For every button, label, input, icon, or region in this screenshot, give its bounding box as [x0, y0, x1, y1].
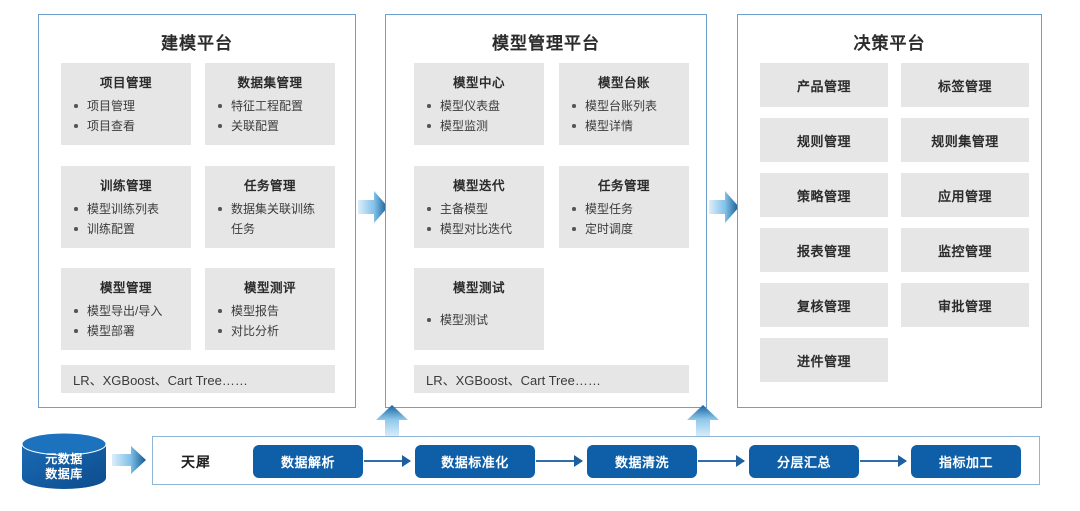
card-item[interactable]: 模型测试: [427, 310, 544, 330]
card-item[interactable]: 训练配置: [74, 219, 191, 239]
card-item[interactable]: 模型报告: [218, 301, 335, 321]
card-title: 模型台账: [597, 76, 650, 90]
arrow-database-to-pipeline: [112, 445, 146, 475]
card-item[interactable]: 模型对比迭代: [427, 219, 544, 239]
card-item[interactable]: 项目管理: [74, 96, 191, 116]
panel-modeling-title: 建模平台: [161, 34, 233, 53]
pipeline-step-data-cleaning[interactable]: 数据清洗: [587, 445, 697, 478]
card-model-management[interactable]: 模型管理 模型导出/导入 模型部署: [61, 268, 191, 350]
card-item[interactable]: 模型导出/导入: [74, 301, 191, 321]
tile-review-management[interactable]: 复核管理: [760, 283, 888, 327]
card-item[interactable]: 模型任务: [572, 199, 689, 219]
card-title: 模型中心: [452, 76, 505, 90]
panel-decision-title: 决策平台: [853, 34, 926, 53]
card-item[interactable]: 主备模型: [427, 199, 544, 219]
pipeline-connector: [536, 460, 582, 462]
tile-product-management[interactable]: 产品管理: [760, 63, 888, 107]
card-item[interactable]: 模型仪表盘: [427, 96, 544, 116]
card-training-management[interactable]: 训练管理 模型训练列表 训练配置: [61, 166, 191, 248]
card-title: 模型迭代: [452, 179, 505, 193]
panel-decision-platform: 决策平台 产品管理 标签管理 规则管理 规则集管理 策略管理 应用管理 报表管理…: [737, 14, 1042, 408]
panel-model-management-platform: 模型管理平台 模型中心 模型仪表盘 模型监测 模型台账 模型台账列表 模型详情 …: [385, 14, 707, 408]
arrow-modeling-to-model-management: [358, 190, 388, 224]
card-task-management-model[interactable]: 任务管理 模型任务 定时调度: [559, 166, 689, 248]
card-model-ledger[interactable]: 模型台账 模型台账列表 模型详情: [559, 63, 689, 145]
pipeline-step-layered-aggregation[interactable]: 分层汇总: [749, 445, 859, 478]
card-item[interactable]: 任务: [231, 222, 256, 236]
card-title: 数据集管理: [237, 76, 303, 90]
pipeline-step-data-parsing[interactable]: 数据解析: [253, 445, 363, 478]
card-item[interactable]: 模型监测: [427, 116, 544, 136]
card-title: 模型测评: [243, 281, 296, 295]
tile-label-management[interactable]: 标签管理: [901, 63, 1029, 107]
panel-modeling-platform: 建模平台 项目管理 项目管理 项目查看 数据集管理 特征工程配置 关联配置 训练…: [38, 14, 356, 408]
card-model-center[interactable]: 模型中心 模型仪表盘 模型监测: [414, 63, 544, 145]
tile-ruleset-management[interactable]: 规则集管理: [901, 118, 1029, 162]
card-item[interactable]: 对比分析: [218, 321, 335, 341]
card-item[interactable]: 关联配置: [218, 116, 335, 136]
pipeline-arrowhead: [574, 455, 583, 467]
card-dataset-management[interactable]: 数据集管理 特征工程配置 关联配置: [205, 63, 335, 145]
card-model-iteration[interactable]: 模型迭代 主备模型 模型对比迭代: [414, 166, 544, 248]
card-title: 项目管理: [99, 76, 152, 90]
card-item[interactable]: 模型详情: [572, 116, 689, 136]
arrow-model-management-to-decision: [709, 190, 739, 224]
tile-strategy-management[interactable]: 策略管理: [760, 173, 888, 217]
card-title: 任务管理: [243, 179, 296, 193]
pipeline-step-data-standardization[interactable]: 数据标准化: [415, 445, 535, 478]
pipeline-connector: [364, 460, 410, 462]
card-item[interactable]: 特征工程配置: [218, 96, 335, 116]
tile-approval-management[interactable]: 审批管理: [901, 283, 1029, 327]
card-task-management[interactable]: 任务管理 数据集关联训练 任务: [205, 166, 335, 248]
algorithms-strip-model-mgmt: LR、XGBoost、Cart Tree……: [414, 365, 689, 393]
pipeline-step-metric-processing[interactable]: 指标加工: [911, 445, 1021, 478]
card-item[interactable]: 模型训练列表: [74, 199, 191, 219]
card-project-management[interactable]: 项目管理 项目管理 项目查看: [61, 63, 191, 145]
arrow-pipeline-to-decision-platform: [686, 405, 720, 437]
pipeline-arrowhead: [898, 455, 907, 467]
pipeline-arrowhead: [402, 455, 411, 467]
pipeline-arrowhead: [736, 455, 745, 467]
tile-report-management[interactable]: 报表管理: [760, 228, 888, 272]
tile-intake-management[interactable]: 进件管理: [760, 338, 888, 382]
data-pipeline-container: 天犀 数据解析 数据标准化 数据清洗 分层汇总 指标加工: [152, 436, 1040, 485]
card-title: 训练管理: [99, 179, 152, 193]
card-item[interactable]: 模型部署: [74, 321, 191, 341]
panel-model-mgmt-title: 模型管理平台: [492, 34, 600, 53]
card-model-test[interactable]: 模型测试 模型测试: [414, 268, 544, 350]
card-item[interactable]: 定时调度: [572, 219, 689, 239]
card-item[interactable]: 数据集关联训练: [218, 199, 335, 219]
card-title: 模型测试: [452, 281, 505, 295]
algorithms-strip-modeling: LR、XGBoost、Cart Tree……: [61, 365, 335, 393]
card-title: 任务管理: [597, 179, 650, 193]
tile-rule-management[interactable]: 规则管理: [760, 118, 888, 162]
card-model-evaluation[interactable]: 模型测评 模型报告 对比分析: [205, 268, 335, 350]
card-item[interactable]: 项目查看: [74, 116, 191, 136]
tile-application-management[interactable]: 应用管理: [901, 173, 1029, 217]
tile-monitor-management[interactable]: 监控管理: [901, 228, 1029, 272]
pipeline-connector: [860, 460, 906, 462]
card-item[interactable]: 模型台账列表: [572, 96, 689, 116]
pipeline-connector: [698, 460, 744, 462]
card-title: 模型管理: [99, 281, 152, 295]
arrow-pipeline-to-modeling-platform: [375, 405, 409, 437]
metadata-database-cylinder: [18, 432, 110, 490]
pipeline-platform-label: 天犀: [181, 454, 211, 470]
